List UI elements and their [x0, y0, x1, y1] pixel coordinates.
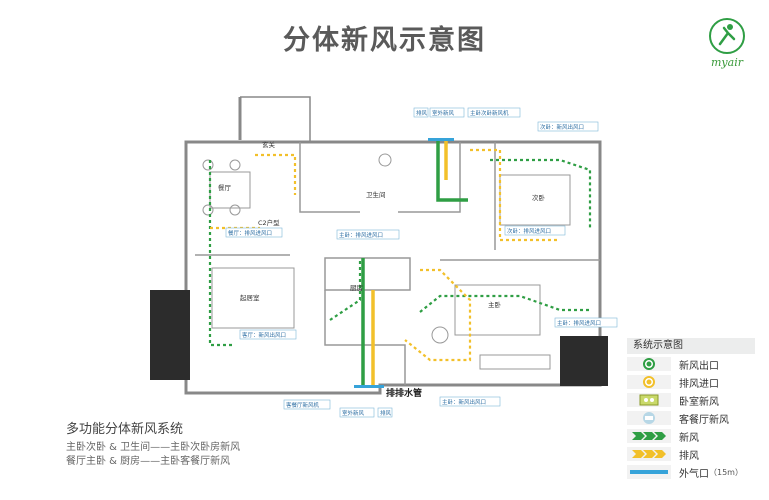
callout-living-dining-unit: 客餐厅新风机: [286, 401, 320, 409]
legend-item: 新风: [627, 428, 755, 444]
legend-item: 卧室新风: [627, 392, 755, 408]
callout-master-exhaust: 主卧：排风进风口: [557, 319, 601, 327]
legend-item: 排风进口: [627, 374, 755, 390]
exhaust-inlet-icon: [643, 376, 655, 388]
system-description: 多功能分体新风系统 主卧次卧 & 卫生间——主卧次卧房新风 餐厅主卧 & 厨房—…: [66, 418, 240, 469]
room-unit-type: C2户型: [258, 218, 280, 227]
room-master-bedroom: 主卧: [488, 300, 502, 309]
callout-master-second-unit: 主卧次卧新风机: [470, 109, 509, 117]
legend-item: 外气口 （15m）: [627, 464, 755, 480]
room-bathroom: 卫生间: [366, 190, 386, 199]
system-line-1: 主卧次卧 & 卫生间——主卧次卧房新风: [66, 442, 241, 453]
logo-text: myair: [711, 56, 743, 69]
myair-logo-icon: [709, 18, 745, 54]
legend-item: 客餐厅新风: [627, 410, 755, 426]
legend-label: 卧室新风: [679, 396, 719, 408]
fresh-air-lines: [208, 158, 592, 347]
legend-label: 新风: [679, 432, 699, 444]
legend-note: （15m）: [709, 467, 743, 477]
outdoor-vent-bottom-icon: [354, 385, 384, 388]
outdoor-vent-top-icon: [428, 138, 454, 141]
room-second-bedroom: 次卧: [532, 193, 546, 202]
outdoor-vent-icon: [630, 470, 668, 474]
walls: [184, 96, 602, 395]
fresh-air-arrow-icon: [632, 432, 666, 440]
callout-exhaust-top: 排风: [416, 109, 428, 117]
inner-walls: [195, 142, 600, 385]
callout-exhaust-bottom: 排风: [380, 409, 392, 417]
callout-master-supply: 主卧：新风出风口: [442, 398, 486, 406]
bedroom-unit-icon: [639, 394, 659, 406]
room-kitchen: 厨房: [350, 283, 363, 292]
balcony-left: [150, 290, 190, 380]
legend-item: 排风: [627, 446, 755, 462]
callouts: 排风 室外新风 主卧次卧新风机 次卧：新风出风口 次卧：排风进风口 主卧：排风进…: [225, 107, 618, 418]
callout-second-supply: 次卧：新风出风口: [540, 123, 584, 131]
legend-label: 外气口: [679, 468, 709, 480]
callout-outdoor-top: 室外新风: [432, 109, 455, 117]
callout-outdoor-bottom: 室外新风: [342, 409, 365, 417]
legend-label: 客餐厅新风: [679, 414, 729, 426]
supply-outlet-icon: [643, 358, 655, 370]
legend-label: 排风进口: [679, 378, 719, 390]
page-title: 分体新风示意图: [283, 25, 486, 56]
furniture: [202, 153, 571, 370]
legend-label: 新风出口: [679, 360, 719, 372]
room-entrance: 玄关: [262, 140, 276, 149]
legend: 系统示意图 新风出口 排风进口 卧室新风 客餐厅新风 新风 排风 外气口 （15…: [627, 338, 755, 480]
exhaust-arrow-icon: [632, 450, 666, 458]
room-living: 起居室: [240, 293, 260, 302]
legend-label: 排风: [679, 450, 699, 462]
system-title: 多功能分体新风系统: [66, 422, 184, 437]
callout-dining-exhaust: 餐厅：排风进风口: [228, 229, 272, 237]
callout-living-supply: 客厅：新风出风口: [242, 331, 286, 339]
legend-item: 新风出口: [627, 356, 755, 372]
balcony-right: [560, 336, 608, 386]
ducts: [361, 140, 468, 385]
system-line-2: 餐厅主卧 & 厨房——主卧客餐厅新风: [66, 456, 231, 467]
callout-second-exhaust: 次卧：排风进风口: [507, 227, 551, 235]
callout-master-bath-exhaust: 主卧：排风进风口: [339, 231, 383, 239]
living-unit-icon: [643, 412, 655, 424]
room-dining: 餐厅: [218, 183, 232, 192]
callout-drain: 排排水管: [386, 387, 422, 399]
legend-title: 系统示意图: [627, 338, 755, 354]
